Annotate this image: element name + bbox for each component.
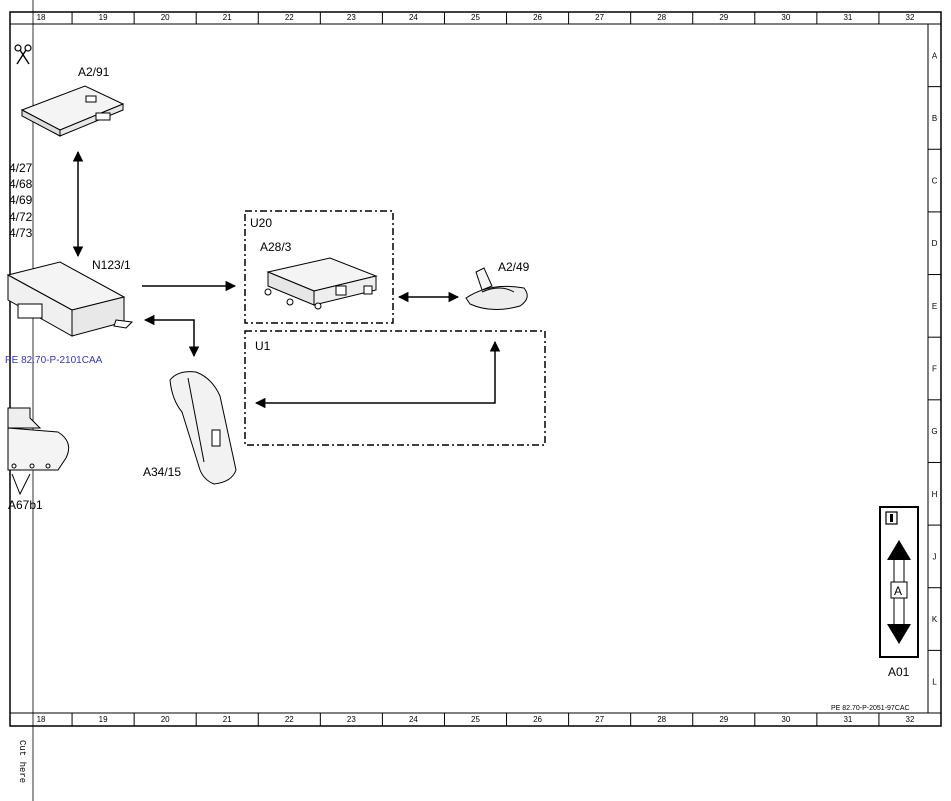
page-name-label: A01 bbox=[888, 665, 910, 679]
ruler-row-J: J bbox=[933, 552, 937, 561]
ruler-row-H: H bbox=[932, 490, 938, 499]
label-u1: U1 bbox=[255, 339, 271, 353]
component-a67b1[interactable] bbox=[7, 407, 70, 496]
control-unit-n123-1[interactable] bbox=[6, 261, 134, 337]
control-unit-a2-91[interactable] bbox=[20, 85, 125, 137]
arrow-n123-1-a34-15 bbox=[143, 314, 200, 358]
ruler-column-top-32: 32 bbox=[906, 13, 915, 22]
drawing-frame bbox=[9, 11, 942, 727]
module-a28-3[interactable] bbox=[264, 257, 378, 310]
ruler-column-bottom-25: 25 bbox=[471, 715, 480, 724]
current-page-box[interactable] bbox=[890, 581, 908, 599]
arrow-a2-49-to-a34-15 bbox=[254, 340, 501, 409]
label-a2-91: A2/91 bbox=[78, 65, 110, 79]
bottom-ruler bbox=[9, 712, 942, 727]
ruler-column-bottom-26: 26 bbox=[533, 715, 542, 724]
ruler-column-bottom-18: 18 bbox=[37, 715, 46, 724]
info-icon[interactable] bbox=[885, 511, 898, 525]
page-nav-widget: A bbox=[879, 506, 919, 658]
ruler-column-bottom-20: 20 bbox=[161, 715, 170, 724]
ruler-column-bottom-24: 24 bbox=[409, 715, 418, 724]
scissors-icon bbox=[14, 44, 32, 65]
ruler-row-E: E bbox=[932, 302, 937, 311]
ruler-column-top-18: 18 bbox=[37, 13, 46, 22]
cut-here-label: Cut here bbox=[17, 740, 27, 783]
left-ref-2: 4/68 bbox=[9, 177, 33, 191]
label-a28-3: A28/3 bbox=[260, 240, 292, 254]
current-page-letter: A bbox=[894, 584, 902, 598]
left-ref-4: 4/72 bbox=[9, 210, 33, 224]
label-u20: U20 bbox=[250, 216, 272, 230]
ruler-row-D: D bbox=[932, 239, 938, 248]
ruler-column-top-26: 26 bbox=[533, 13, 542, 22]
ruler-column-top-28: 28 bbox=[657, 13, 666, 22]
page-up-arrow[interactable] bbox=[887, 540, 911, 560]
link-pe-82-70-p-2101caa[interactable]: PE 82.70-P-2101CAA bbox=[5, 355, 103, 366]
ruler-row-K: K bbox=[932, 615, 938, 624]
ruler-column-bottom-29: 29 bbox=[719, 715, 728, 724]
ruler-column-bottom-32: 32 bbox=[906, 715, 915, 724]
bracket-a34-15[interactable] bbox=[169, 371, 237, 485]
left-ref-3: 4/69 bbox=[9, 193, 33, 207]
top-ruler bbox=[9, 11, 942, 25]
group-u20 bbox=[244, 210, 394, 324]
ruler-column-top-29: 29 bbox=[719, 13, 728, 22]
ruler-column-top-30: 30 bbox=[781, 13, 790, 22]
ruler-column-top-31: 31 bbox=[843, 13, 852, 22]
ruler-column-bottom-28: 28 bbox=[657, 715, 666, 724]
ruler-column-bottom-21: 21 bbox=[223, 715, 232, 724]
ruler-column-top-27: 27 bbox=[595, 13, 604, 22]
ruler-column-top-22: 22 bbox=[285, 13, 294, 22]
ruler-column-bottom-31: 31 bbox=[843, 715, 852, 724]
group-u1 bbox=[244, 330, 546, 446]
ruler-column-bottom-30: 30 bbox=[781, 715, 790, 724]
ruler-column-bottom-22: 22 bbox=[285, 715, 294, 724]
page-down-arrow[interactable] bbox=[887, 624, 911, 644]
ruler-column-top-20: 20 bbox=[161, 13, 170, 22]
ruler-row-G: G bbox=[931, 427, 937, 436]
ruler-row-L: L bbox=[932, 678, 937, 687]
ruler-column-bottom-23: 23 bbox=[347, 715, 356, 724]
ruler-column-top-23: 23 bbox=[347, 13, 356, 22]
ruler-row-B: B bbox=[932, 114, 937, 123]
ruler-row-C: C bbox=[932, 177, 938, 186]
label-n123-1: N123/1 bbox=[92, 258, 131, 272]
ruler-row-F: F bbox=[932, 365, 937, 374]
ruler-column-top-25: 25 bbox=[471, 13, 480, 22]
ruler-column-bottom-27: 27 bbox=[595, 715, 604, 724]
ruler-column-top-24: 24 bbox=[409, 13, 418, 22]
label-a67b1: A67b1 bbox=[8, 498, 43, 512]
right-ruler bbox=[927, 23, 942, 714]
ruler-column-top-19: 19 bbox=[99, 13, 108, 22]
left-ref-1: 4/27 bbox=[9, 161, 33, 175]
label-a2-49: A2/49 bbox=[498, 260, 530, 274]
ruler-column-bottom-19: 19 bbox=[99, 715, 108, 724]
left-ref-5: 4/73 bbox=[9, 226, 33, 240]
footer-reference: PE 82.70-P-2051-97CAC bbox=[831, 705, 910, 712]
antenna-a2-49[interactable] bbox=[465, 267, 528, 310]
label-a34-15: A34/15 bbox=[143, 465, 181, 479]
ruler-row-A: A bbox=[932, 51, 938, 60]
ruler-column-top-21: 21 bbox=[223, 13, 232, 22]
